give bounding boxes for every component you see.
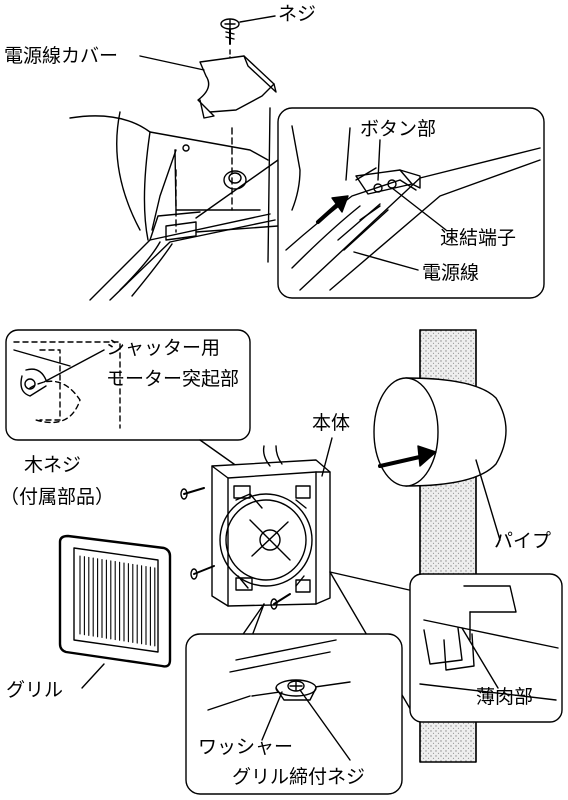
pipe-label: パイプ	[494, 530, 552, 552]
grille-leader	[81, 663, 105, 689]
insert-arrow-top	[316, 195, 349, 224]
washer-leader	[261, 691, 283, 741]
pipe	[373, 377, 507, 487]
power-cord-label: 電源線	[422, 262, 480, 284]
wood-screw-label-line2: （付属部品）	[0, 486, 115, 508]
grille-screw-label: グリル締付ネジ	[232, 766, 366, 788]
quick-terminal-label: 速結端子	[440, 227, 517, 249]
top-housing	[69, 107, 276, 301]
shutter-motor-label-line2: モーター突起部	[106, 368, 240, 390]
washer-label: ワッシャー	[198, 736, 294, 758]
grille-slats	[79, 555, 156, 647]
motor-hook	[13, 349, 71, 397]
screw-icon	[220, 18, 240, 45]
washer-zoom-line-2	[251, 603, 265, 637]
thin-part-label: 薄肉部	[476, 686, 534, 708]
cover-leader	[139, 55, 205, 71]
grille-screw-leader	[299, 689, 351, 761]
zoom-line-2	[195, 225, 279, 233]
shutter-closeup	[13, 341, 121, 429]
zoom-line-1	[195, 159, 279, 219]
power-cord-cover-label: 電源線カバー	[4, 45, 119, 67]
washer-zoom-box	[185, 633, 403, 795]
screw-label: ネジ	[278, 3, 317, 25]
wood-screw-2	[190, 565, 215, 580]
wood-screw-1	[180, 487, 205, 500]
button-part-label: ボタン部	[360, 118, 437, 140]
wood-screw-label-line1: 木ネジ	[24, 454, 82, 476]
grille-label: グリル	[6, 679, 64, 701]
cord-leader	[353, 251, 419, 271]
shutter-zoom-box	[5, 329, 251, 441]
thin-part-zoom-box	[409, 573, 563, 723]
body-label: 本体	[312, 412, 351, 434]
thin-part-leader	[461, 627, 499, 689]
screw-leader	[239, 15, 276, 23]
pipe-leader	[475, 459, 501, 541]
power-cord-cover	[197, 55, 277, 119]
wood-screw-3	[270, 593, 291, 610]
motor-leader	[43, 349, 105, 383]
shutter-motor-label-line1: シャッター用	[106, 337, 221, 359]
main-body	[211, 445, 331, 607]
thin-part-closeup	[419, 585, 559, 701]
insert-arrow-pipe	[378, 445, 437, 468]
terminal-leader	[391, 187, 447, 231]
thin-zoom-line-1	[329, 571, 419, 593]
washer-closeup	[207, 639, 351, 711]
body-leader	[321, 437, 333, 477]
button-leader	[377, 139, 381, 181]
